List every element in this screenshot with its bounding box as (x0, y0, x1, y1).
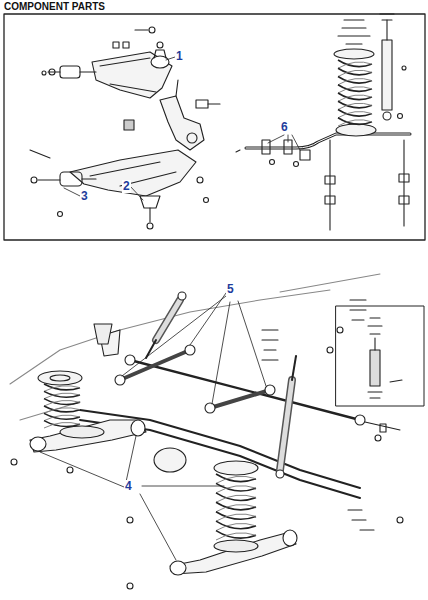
spring-coil (216, 486, 256, 493)
spring-coil (338, 111, 372, 117)
spring-coil (216, 533, 256, 540)
spring-coil (44, 422, 80, 428)
spring-coil (44, 408, 80, 414)
spring-coil (216, 505, 256, 512)
callout-number: 1 (175, 50, 184, 63)
spring-coil (216, 523, 256, 530)
spring-coil (338, 103, 372, 109)
spring-coil (216, 495, 256, 502)
spring-coil (44, 400, 80, 406)
page-title: COMPONENT PARTS (4, 1, 105, 12)
spring-coil (338, 120, 372, 126)
spring-coil (216, 514, 256, 521)
callout-number: 5 (226, 283, 235, 296)
callout-number: 2 (122, 180, 131, 193)
callout-number: 6 (280, 121, 289, 134)
spring-coil (44, 415, 80, 421)
spring-coil (338, 87, 372, 93)
spring-coil (44, 386, 80, 392)
callout-number: 4 (124, 480, 133, 493)
spring-coil (338, 70, 372, 76)
spring-coil (338, 62, 372, 68)
callout-number: 3 (80, 190, 89, 203)
spring-coil (338, 78, 372, 84)
spring-coil (338, 95, 372, 101)
spring-coil (216, 476, 256, 483)
spring-coil (44, 393, 80, 399)
